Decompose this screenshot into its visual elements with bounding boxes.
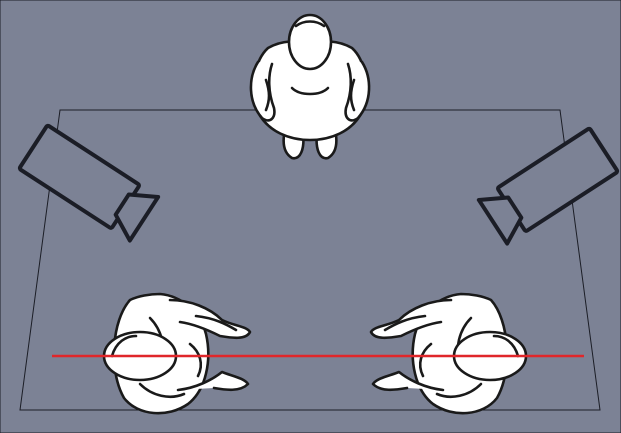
camera-placement-diagram xyxy=(0,0,621,433)
